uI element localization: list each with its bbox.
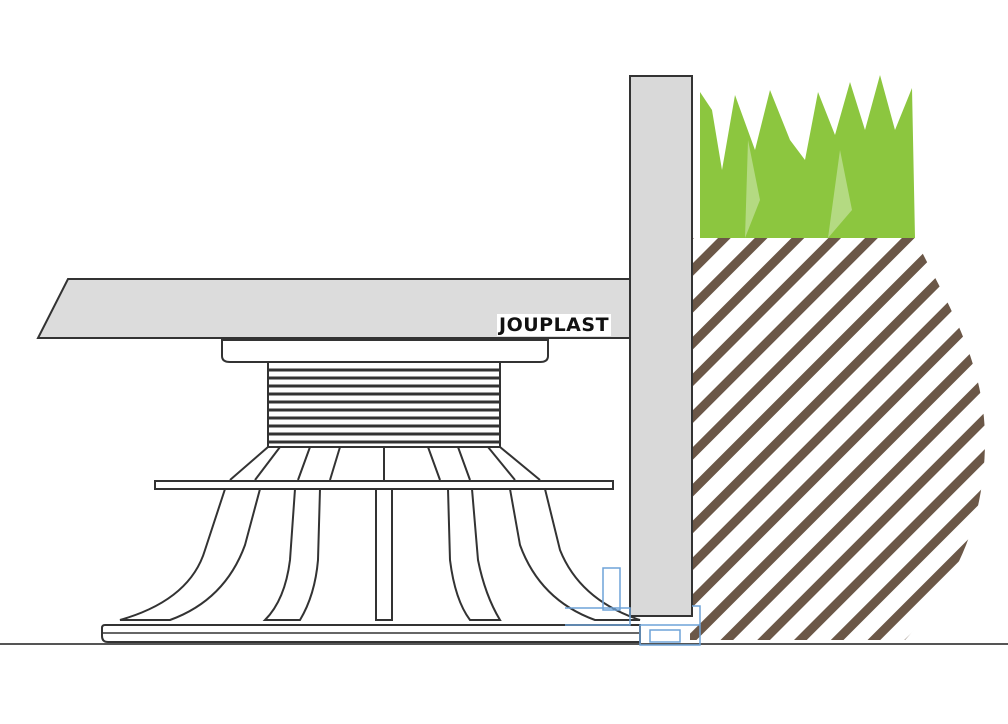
adjustable-pedestal-icon [101, 361, 641, 643]
wall-clip [565, 567, 701, 646]
grass-icon [700, 75, 915, 238]
wall-panel [629, 75, 693, 617]
deck-slab [36, 278, 631, 339]
soil-hatch-icon [690, 238, 985, 640]
brand-label: JOUPLAST [497, 314, 612, 336]
pedestal-head [221, 339, 549, 363]
